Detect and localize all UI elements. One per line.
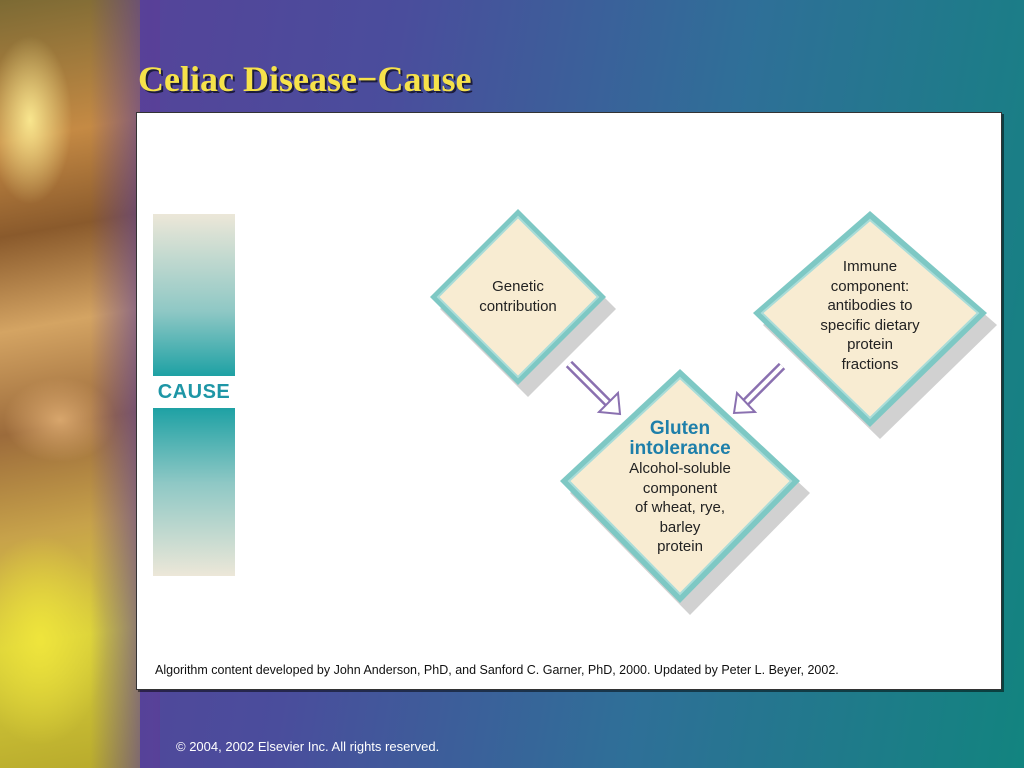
- diagram-panel: CAUSE: [136, 112, 1002, 690]
- gluten-title-line: intolerance: [629, 438, 731, 459]
- immune-line: Immune: [842, 258, 898, 275]
- arrow-genetic-to-gluten: [565, 360, 622, 416]
- gluten-title-line: Gluten: [649, 418, 711, 439]
- gluten-line: Alcohol-soluble: [629, 460, 731, 477]
- immune-line: specific dietary: [820, 316, 920, 334]
- gluten-line: of wheat, rye,: [634, 499, 726, 516]
- credit-text: Algorithm content developed by John Ande…: [155, 663, 839, 677]
- diamond-genetic: [430, 209, 616, 397]
- immune-line: fractions: [841, 355, 899, 373]
- diamond-immune: [753, 211, 997, 439]
- gluten-node-text: Gluten intolerance Alcohol-soluble compo…: [605, 419, 755, 557]
- immune-line: antibodies to: [827, 297, 913, 314]
- immune-line: protein: [847, 336, 893, 353]
- gluten-line: protein: [657, 538, 703, 555]
- arrow-immune-to-gluten: [732, 362, 786, 415]
- immune-line: component:: [830, 277, 910, 295]
- gluten-line: barley: [659, 518, 701, 536]
- genetic-line: Genetic: [492, 278, 544, 295]
- cause-label: CAUSE: [157, 381, 231, 403]
- diamond-gluten: [560, 369, 810, 615]
- genetic-node-text: Genetic contribution: [448, 277, 588, 316]
- cause-gradient-top: [153, 214, 235, 376]
- flow-diagram: [430, 209, 997, 615]
- cause-sidebar: CAUSE: [153, 214, 235, 576]
- genetic-line: contribution: [479, 297, 557, 315]
- cause-gradient-bottom: [153, 408, 235, 576]
- immune-node-text: Immune component: antibodies to specific…: [795, 257, 945, 374]
- copyright-text: © 2004, 2002 Elsevier Inc. All rights re…: [176, 739, 440, 754]
- slide-title: Celiac Disease−Cause: [138, 59, 472, 99]
- gluten-line: component: [642, 479, 718, 497]
